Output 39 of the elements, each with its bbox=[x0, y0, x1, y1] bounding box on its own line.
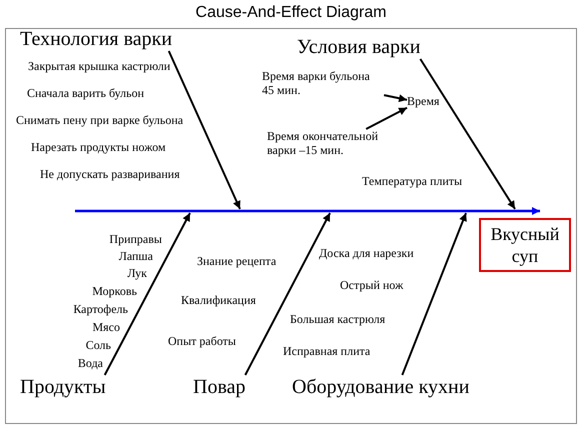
cause-label: Нарезать продукты ножом bbox=[31, 140, 166, 154]
arrow bbox=[244, 212, 331, 376]
cause-text: Время окончательной варки –15 мин. bbox=[267, 129, 385, 158]
cause-label: Острый нож bbox=[340, 278, 404, 292]
arrow bbox=[168, 50, 241, 210]
cause-label: Мясо bbox=[92, 320, 120, 334]
arrow bbox=[366, 106, 408, 130]
cause-label: Знание рецепта bbox=[197, 254, 276, 268]
category-label: Оборудование кухни bbox=[292, 375, 470, 399]
cause-label: Вода bbox=[78, 356, 103, 370]
cause-text: Время варки бульона 45 мин. bbox=[262, 69, 384, 98]
cause-label: Большая кастрюля bbox=[290, 312, 386, 326]
cause-label: Закрытая крышка кастрюли bbox=[28, 59, 170, 74]
cause-label: Снимать пену при варке бульона bbox=[16, 113, 184, 128]
cause-label: Картофель bbox=[73, 302, 128, 316]
cause-label: Квалификация bbox=[181, 293, 256, 308]
arrow bbox=[401, 212, 467, 376]
category-label: Продукты bbox=[20, 375, 106, 399]
cause-label: Морковь bbox=[92, 284, 137, 298]
arrow bbox=[419, 58, 516, 210]
cause-label: Доска для нарезки bbox=[319, 246, 414, 260]
cause-label: Температура плиты bbox=[362, 174, 462, 188]
cause-label: Исправная плита bbox=[283, 344, 370, 358]
category-label: Условия варки bbox=[297, 35, 420, 59]
diagram-title: Cause-And-Effect Diagram bbox=[194, 3, 388, 22]
cause-label: Не допускать разваривания bbox=[40, 167, 180, 182]
spine-arrow bbox=[75, 207, 540, 215]
effect-box: Вкусный суп bbox=[479, 218, 571, 272]
cause-text: Время bbox=[407, 94, 440, 108]
cause-label: Приправы bbox=[109, 232, 162, 246]
cause-label: Опыт работы bbox=[168, 334, 236, 348]
arrow bbox=[104, 212, 191, 376]
cause-label: Соль bbox=[86, 338, 111, 352]
category-label: Технология варки bbox=[20, 27, 172, 51]
category-label: Повар bbox=[193, 375, 246, 399]
arrow bbox=[384, 94, 408, 102]
cause-label: Лапша bbox=[118, 249, 153, 264]
cause-label: Сначала варить бульон bbox=[27, 86, 144, 100]
cause-label: Лук bbox=[127, 266, 147, 280]
